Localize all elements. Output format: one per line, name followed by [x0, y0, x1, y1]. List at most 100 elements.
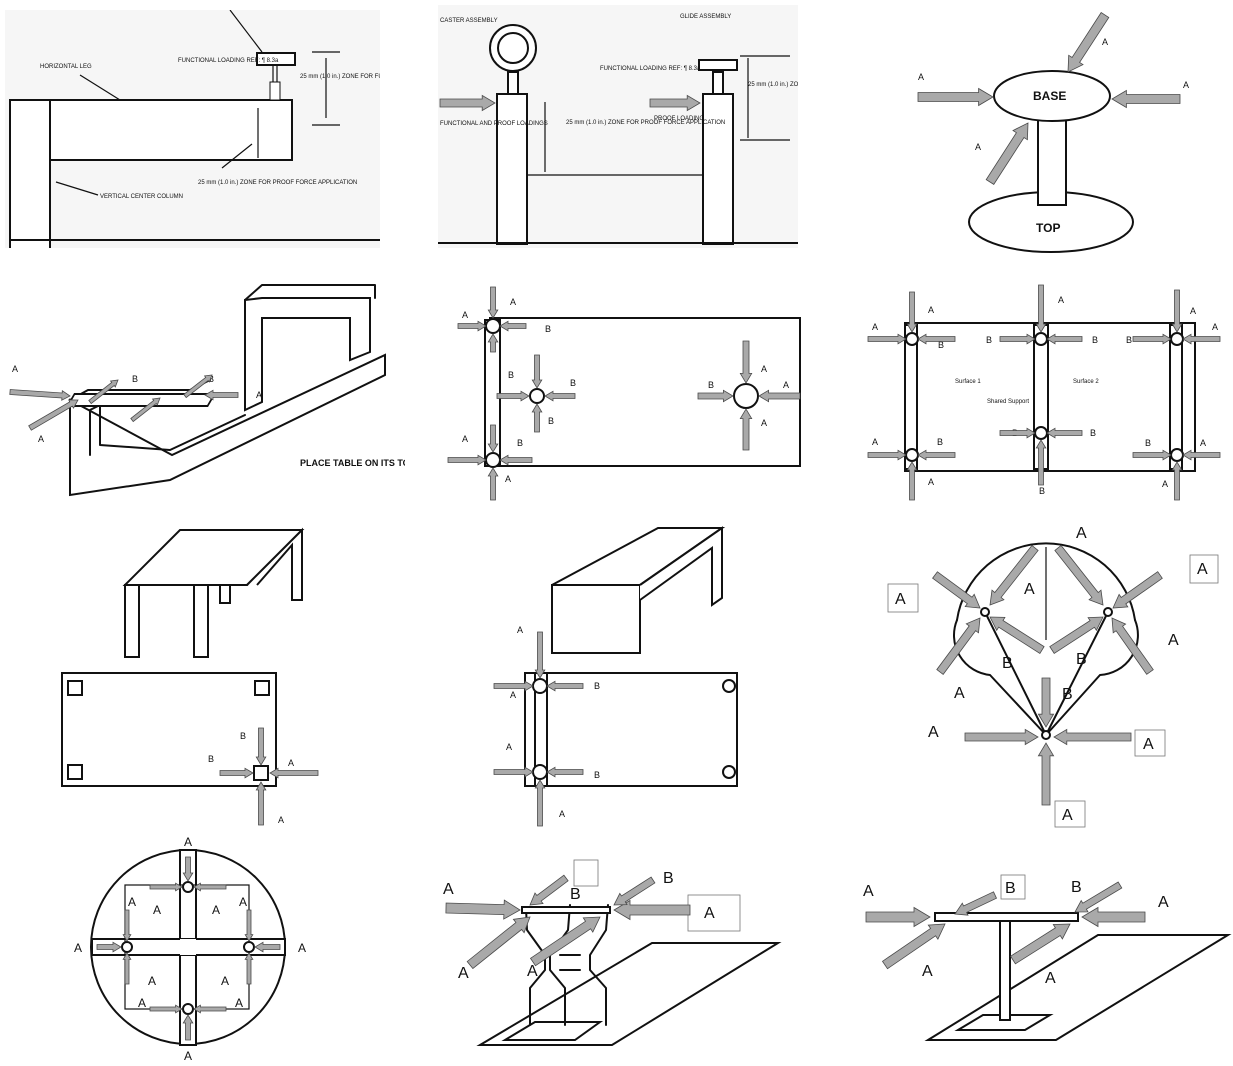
t-top [934, 912, 1079, 922]
force-label: A [128, 895, 136, 909]
functional-zone-label: 25 mm (1.0 in.) ZONE FOR FUNCTIONAL FORC… [748, 82, 924, 88]
force-arrow [1081, 906, 1146, 928]
force-arrow [496, 390, 530, 402]
joint [1170, 448, 1184, 462]
desk-side [639, 526, 723, 607]
force-arrow [1074, 881, 1123, 913]
force-arrow [9, 389, 71, 401]
leader-line [229, 10, 263, 53]
force-arrow [1171, 289, 1183, 333]
leader-line [221, 143, 253, 169]
force-label: B [1145, 438, 1151, 448]
force-arrow [546, 766, 584, 778]
leg-square [67, 764, 83, 780]
force-label: B [594, 770, 600, 780]
force-label: A [975, 142, 981, 152]
force-label: A [928, 305, 934, 315]
force-arrow [499, 454, 533, 466]
force-arrow [269, 767, 319, 779]
right-leg-top [244, 284, 376, 301]
force-arrow [534, 631, 546, 679]
leader-line [79, 74, 121, 101]
force-arrow [1111, 617, 1154, 675]
force-label: B [1126, 335, 1132, 345]
force-label: B [1092, 335, 1098, 345]
force-label: B [208, 754, 214, 764]
force-arrow [182, 1014, 194, 1041]
force-arrow [28, 399, 79, 431]
glide-stem [712, 71, 724, 95]
force-label: A [872, 322, 878, 332]
force-label: B [570, 378, 576, 388]
top-label: TOP [1036, 221, 1060, 235]
force-arrow [697, 389, 734, 403]
panel-round-cross-base: A A A A A A A A A A A A [74, 835, 306, 1063]
rear-leg [246, 527, 303, 601]
force-label: A [895, 591, 906, 608]
force-arrow [989, 544, 1039, 606]
force-arrow [999, 427, 1036, 439]
force-label: A [184, 1049, 192, 1063]
joint [905, 332, 919, 346]
functional-zone-label: 25 mm (1.0 in.) ZONE FOR FUNCTIONAL FORC… [300, 74, 476, 80]
force-arrow [529, 874, 569, 906]
force-arrow [544, 390, 576, 402]
caster-stem [507, 71, 519, 95]
force-label: B [548, 416, 554, 426]
force-label: A [153, 903, 161, 917]
vertical-center-column [9, 99, 51, 248]
force-arrow [1010, 923, 1071, 965]
force-label: A [256, 390, 262, 400]
functional-proof-label: FUNCTIONAL AND PROOF LOADINGS [440, 121, 548, 127]
joint [1103, 607, 1113, 617]
force-label: A [704, 905, 715, 922]
force-label: A [922, 963, 933, 980]
force-label: A [954, 685, 965, 702]
force-arrow [149, 1004, 183, 1014]
force-arrow [534, 779, 546, 827]
panel-three-prong-base: A A A A A A B B B A A A [887, 525, 1219, 828]
label-box [887, 583, 919, 613]
force-arrow [182, 856, 194, 882]
left-leg [496, 93, 528, 245]
force-arrow [255, 727, 267, 766]
force-label: A [506, 742, 512, 752]
cross-center [180, 939, 196, 955]
joint [980, 607, 990, 617]
force-arrow [255, 781, 267, 826]
force-label: A [1102, 37, 1108, 47]
force-arrows [9, 11, 1221, 1041]
force-label: A [38, 434, 44, 444]
panel-y-pedestal: B A B B A A A [443, 859, 782, 1046]
leg-square [67, 680, 83, 696]
joint [1034, 426, 1048, 440]
panel-plan-two-surfaces: Surface 1 Surface 2 Shared Support A A B… [872, 295, 1218, 496]
force-arrow [254, 941, 281, 953]
force-arrow [439, 94, 496, 112]
force-label: A [1162, 479, 1168, 489]
panel-two-leg-desk: A A B A B A [506, 526, 738, 819]
glide-thread [272, 65, 278, 82]
force-arrow [1132, 449, 1172, 461]
force-label: A [510, 297, 516, 307]
force-label: B [986, 335, 992, 345]
force-arrow [739, 408, 753, 451]
shared-support-label: Shared Support [987, 399, 1029, 405]
force-arrow [1067, 11, 1110, 73]
force-arrow [204, 389, 239, 401]
force-label: A [235, 996, 243, 1010]
force-arrow [906, 291, 918, 333]
force-label: A [1200, 438, 1206, 448]
force-label: A [761, 364, 767, 374]
left-rail [904, 324, 918, 470]
joint [1041, 730, 1051, 740]
force-label: A [527, 963, 538, 980]
force-arrow [149, 882, 183, 892]
force-label: A [1143, 736, 1154, 753]
force-arrow [493, 766, 534, 778]
force-label: B [708, 380, 714, 390]
caster-assembly-label: CASTER ASSEMBLY [440, 18, 498, 24]
force-label: A [863, 883, 874, 900]
force-arrow [867, 449, 907, 461]
